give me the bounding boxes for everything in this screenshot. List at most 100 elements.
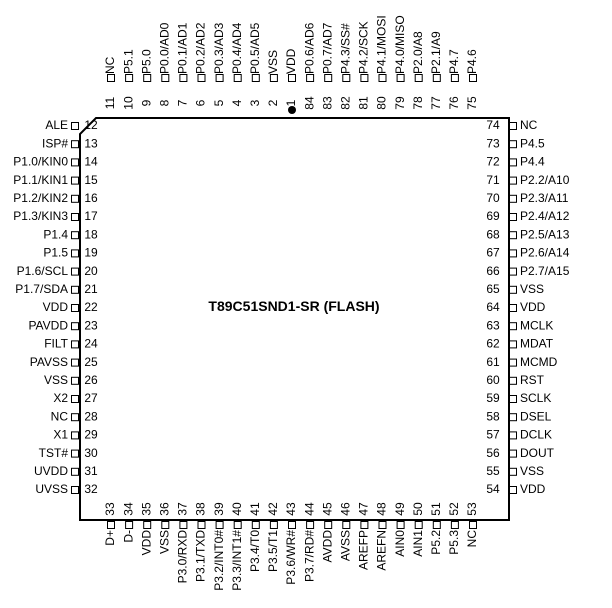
pin-46-box (342, 521, 351, 529)
pin-55-label: VSS (520, 464, 544, 478)
pin-21-box (71, 285, 79, 294)
pin-69-label: P2.4/A12 (520, 209, 570, 223)
chip-title: T89C51SND1-SR (FLASH) (208, 298, 379, 314)
pin-42-number: 42 (266, 502, 280, 516)
pin-26-label: VSS (44, 373, 68, 387)
pin-22-box (71, 304, 79, 312)
pin-50-number: 50 (411, 502, 425, 516)
pin-11-box (107, 74, 115, 82)
pin-24-box (71, 340, 79, 349)
pin-31-label: UVDD (34, 464, 68, 478)
pin-65-box (509, 285, 517, 294)
pin-31-box (71, 467, 79, 476)
pin-22-label: VDD (43, 300, 69, 314)
pin-66-label: P2.7/A15 (520, 264, 570, 278)
pin-4-box (233, 74, 242, 82)
pin-56-box (509, 449, 517, 458)
pin-76-box (450, 74, 459, 82)
chip-body (79, 117, 510, 521)
pin-11-label: NC (103, 56, 117, 74)
pin-50-label: AIN1 (411, 530, 425, 557)
pin-9-label: P5.0 (139, 49, 153, 74)
pin-72-number: 72 (486, 155, 500, 169)
pin-67-box (509, 249, 517, 258)
pin-65-number: 65 (486, 282, 500, 296)
pin-17-box (71, 213, 79, 221)
pin-14-label: P1.0/KIN0 (13, 155, 68, 169)
pin-83-label: P0.7/AD7 (320, 22, 334, 74)
pin-82-box (342, 74, 351, 82)
pin-41-number: 41 (248, 502, 262, 516)
pin-7-label: P0.1/AD1 (176, 22, 190, 74)
pin-3-box (251, 74, 260, 82)
pin-50-box (414, 521, 423, 529)
pin-67-label: P2.6/A14 (520, 246, 570, 260)
pin-28-label: NC (51, 409, 69, 423)
pin-25-label: PAVSS (30, 355, 68, 369)
pin-41-label: P3.4/T0 (248, 530, 262, 572)
pin-36-box (161, 521, 170, 529)
pin-57-box (509, 431, 517, 440)
pin-69-box (509, 213, 517, 221)
pin-7-box (179, 74, 188, 82)
pin-12-label: ALE (45, 118, 68, 132)
pin-9-number: 9 (139, 99, 153, 106)
pin-75-box (469, 74, 477, 82)
pin-71-label: P2.2/A10 (520, 173, 570, 187)
pin-36-number: 36 (157, 502, 171, 516)
pin-60-box (509, 376, 517, 385)
pin-9-box (143, 74, 152, 82)
pin-18-label: P1.4 (43, 227, 68, 241)
pin-68-label: P2.5/A13 (520, 227, 570, 241)
pin-16-label: P1.2/KIN2 (13, 191, 68, 205)
pin-45-number: 45 (320, 502, 334, 516)
pin-72-label: P4.4 (520, 155, 545, 169)
pin-44-box (306, 521, 315, 529)
pin-73-label: P4.5 (520, 136, 545, 150)
pin-73-box (509, 140, 517, 149)
pin-45-label: AVDD (320, 530, 334, 563)
pin-64-number: 64 (486, 300, 500, 314)
pin-78-number: 78 (411, 96, 425, 110)
pin-70-box (509, 194, 517, 203)
pin-45-box (324, 521, 333, 529)
pin-29-label: X1 (53, 428, 68, 442)
pin-58-number: 58 (486, 409, 500, 423)
pin-1-box (288, 74, 296, 82)
pin-37-number: 37 (176, 502, 190, 516)
pin-52-label: P5.3 (447, 530, 461, 555)
pin-48-number: 48 (375, 502, 389, 516)
pin-23-box (71, 322, 79, 331)
pin-6-box (197, 74, 206, 82)
pin-4-number: 4 (230, 99, 244, 106)
pin-56-number: 56 (486, 446, 500, 460)
pin-62-number: 62 (486, 337, 500, 351)
pin-71-number: 71 (486, 173, 500, 187)
pin-17-number: 17 (84, 209, 98, 223)
pin-5-number: 5 (212, 99, 226, 106)
pin-15-box (71, 176, 79, 185)
pin-59-box (509, 395, 517, 403)
pin-1-number: 1 (284, 99, 298, 106)
pin-84-box (306, 74, 315, 82)
pin-27-box (71, 395, 79, 403)
pin-40-number: 40 (230, 502, 244, 516)
pin-66-box (509, 267, 517, 276)
pin-63-box (509, 322, 517, 331)
pin-53-label: NC (465, 530, 479, 548)
pin-18-number: 18 (84, 227, 98, 241)
pin-79-box (396, 74, 405, 82)
pin-2-number: 2 (266, 99, 280, 106)
pin-62-box (509, 340, 517, 349)
pin-30-number: 30 (84, 446, 98, 460)
pin-3-label: P0.5/AD5 (248, 22, 262, 74)
pin-82-number: 82 (338, 96, 352, 110)
pin-81-label: P4.2/SCK (357, 21, 371, 74)
pin-42-box (269, 521, 278, 529)
pin-80-label: P4.1/MOSI (375, 15, 389, 74)
pin-2-box (269, 74, 278, 82)
pin-33-label: D+ (103, 530, 117, 546)
pin-49-label: AIN0 (393, 530, 407, 557)
pin-28-box (71, 413, 79, 422)
